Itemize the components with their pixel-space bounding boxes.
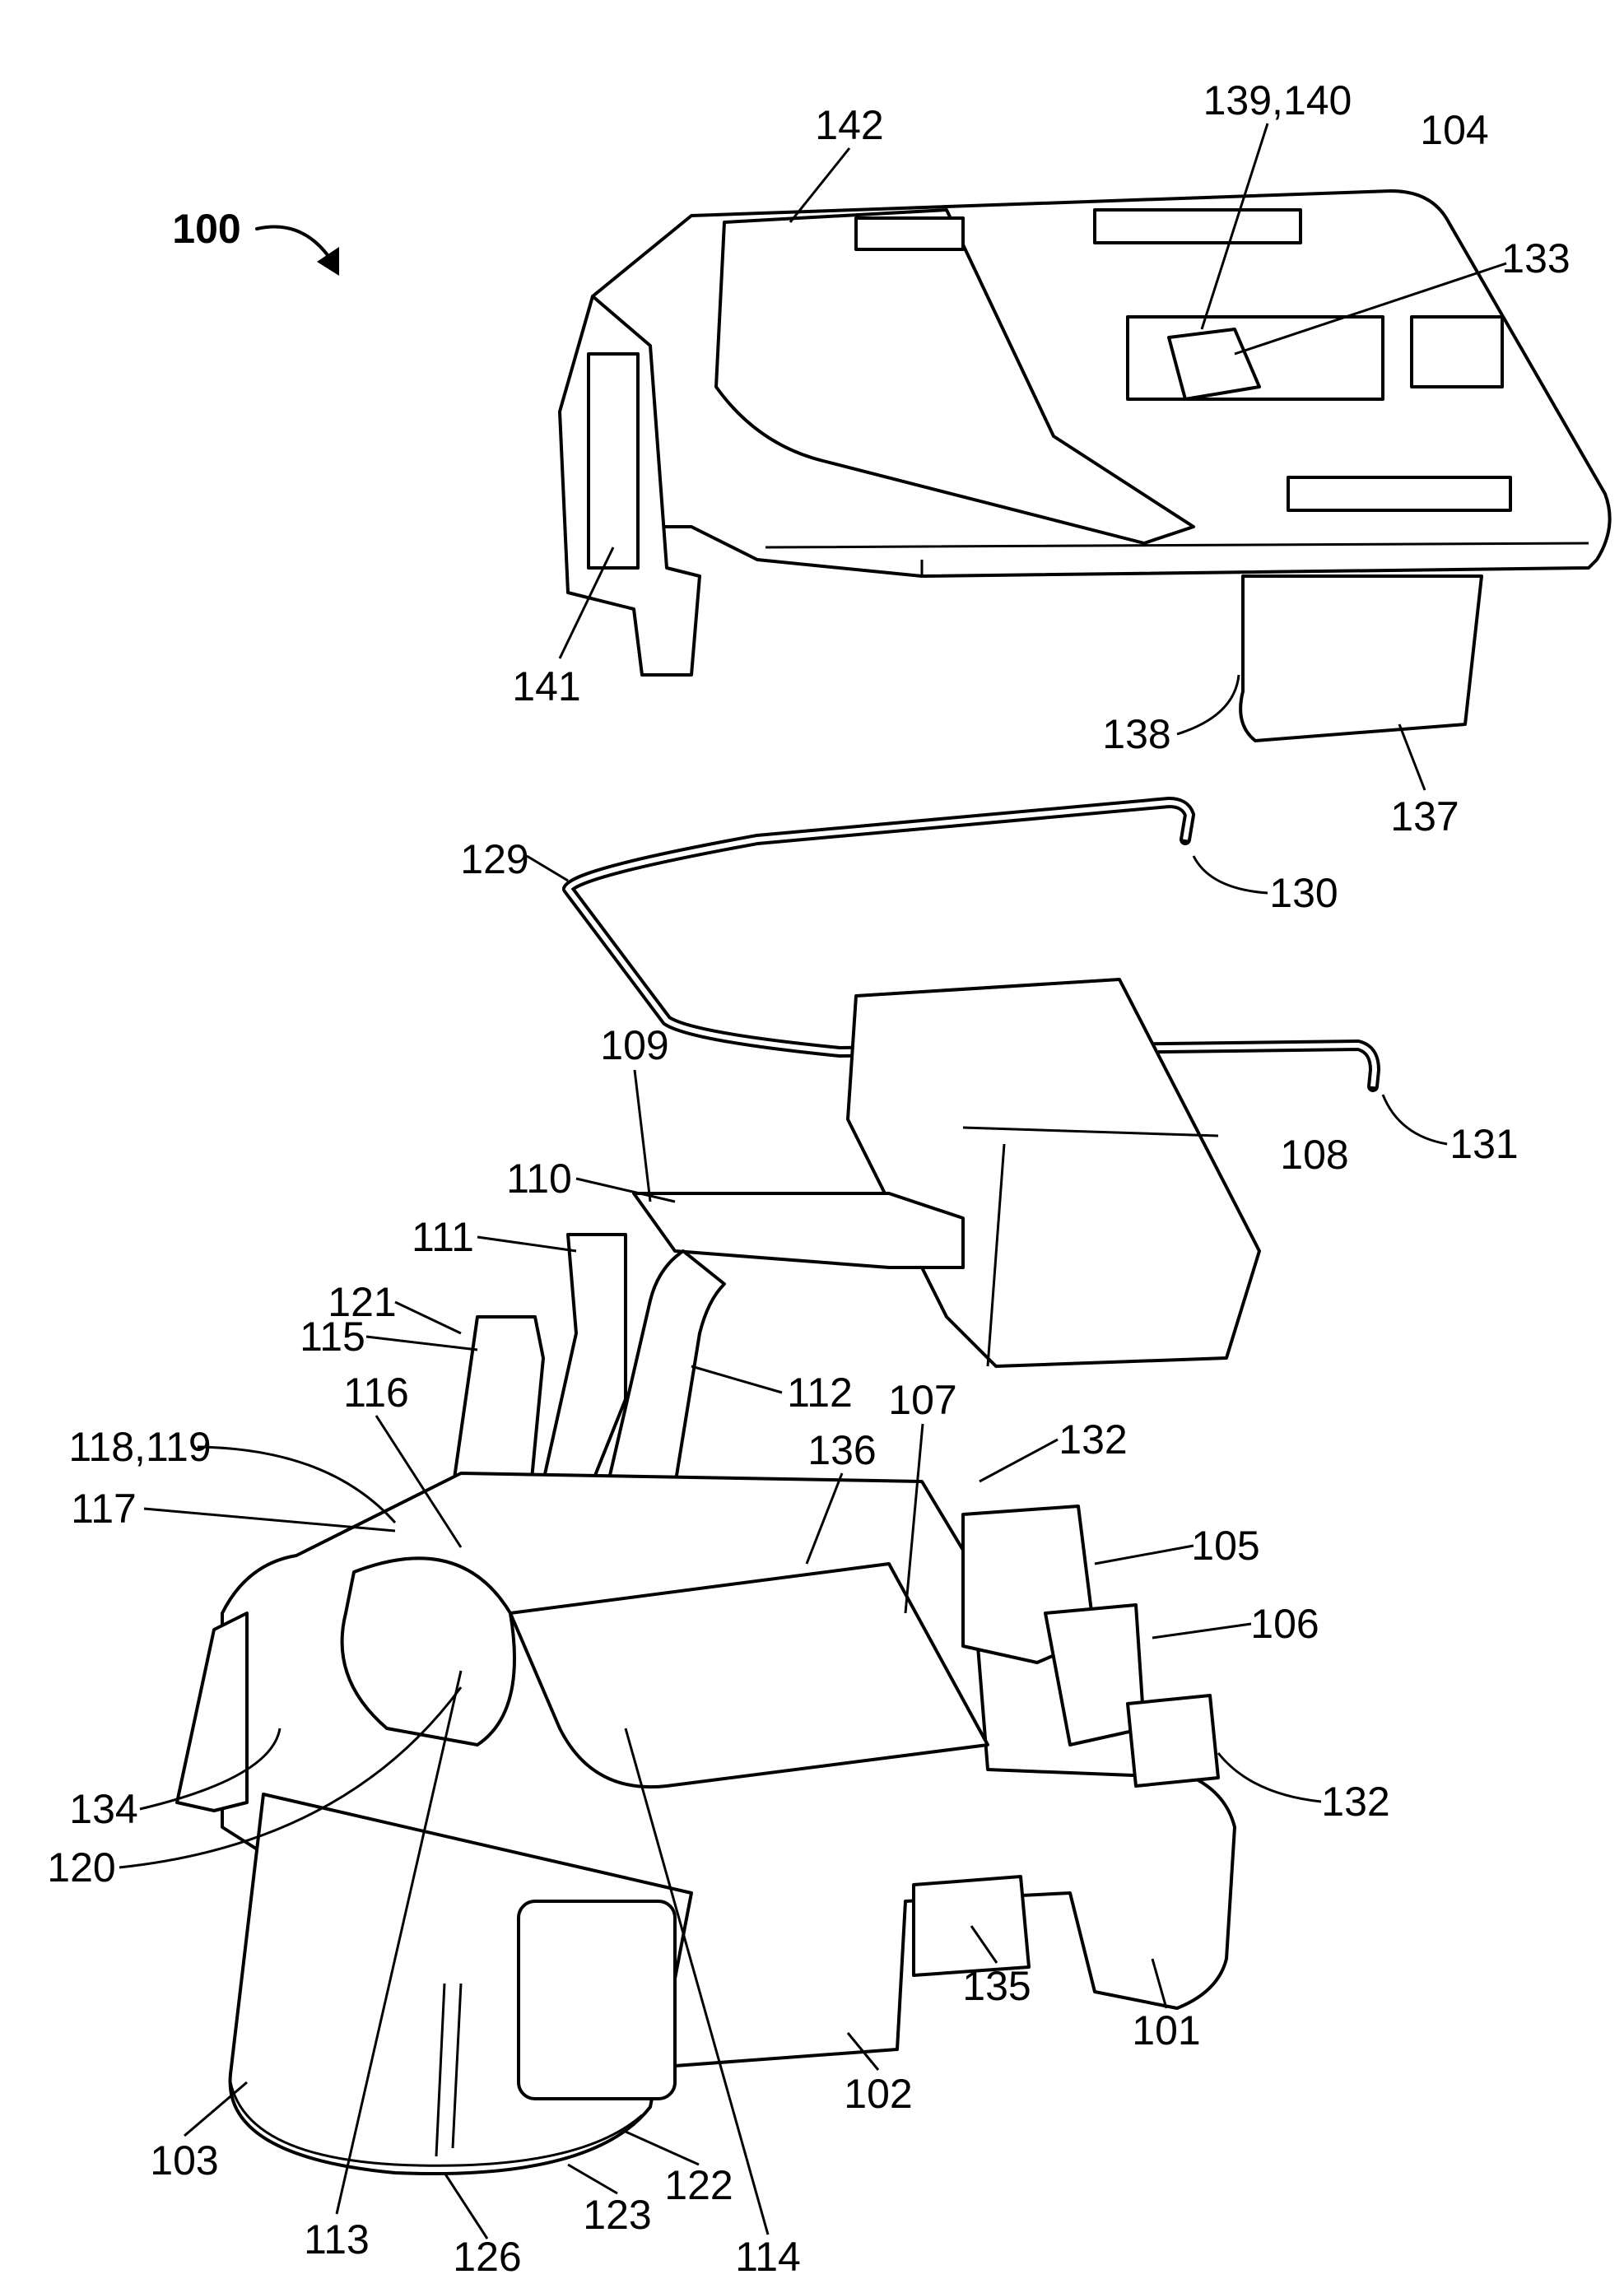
reference-numeral-102: 102	[844, 2073, 912, 2114]
reference-numeral-120: 120	[47, 1847, 115, 1888]
reference-numeral-117: 117	[71, 1488, 137, 1529]
reference-numeral-109: 109	[600, 1025, 668, 1066]
reference-numeral-107: 107	[888, 1379, 956, 1421]
reference-numeral-135: 135	[962, 1965, 1031, 2007]
assembly-arrowhead	[317, 247, 339, 276]
reference-numeral-132-bottom: 132	[1321, 1781, 1389, 1822]
reference-numeral-118-119: 118,119	[68, 1426, 211, 1467]
reference-numeral-106: 106	[1250, 1603, 1319, 1644]
reference-numeral-111: 111	[412, 1216, 474, 1258]
reference-numeral-137: 137	[1390, 796, 1459, 837]
reference-numeral-139-140: 139,140	[1203, 80, 1352, 121]
reference-numeral-131: 131	[1450, 1123, 1518, 1165]
reference-numeral-115: 115	[300, 1316, 365, 1357]
reference-numeral-116: 116	[343, 1372, 409, 1413]
reference-numeral-103: 103	[150, 2140, 218, 2181]
reference-numeral-130: 130	[1269, 872, 1338, 914]
reference-numeral-123: 123	[583, 2194, 651, 2235]
assembly-arrow	[257, 227, 333, 263]
reference-numeral-110: 110	[506, 1158, 572, 1199]
reference-numeral-100: 100	[172, 208, 240, 249]
reference-numeral-133: 133	[1501, 238, 1570, 279]
reference-numeral-134: 134	[69, 1788, 137, 1830]
reference-numeral-132-top: 132	[1059, 1419, 1127, 1460]
reference-numeral-129: 129	[460, 839, 528, 880]
reference-numeral-141: 141	[512, 666, 580, 707]
reference-numeral-126: 126	[453, 2236, 521, 2277]
reference-numeral-114: 114	[735, 2236, 801, 2277]
reference-numeral-108: 108	[1280, 1134, 1348, 1175]
reference-numeral-136: 136	[807, 1430, 876, 1471]
reference-numeral-138: 138	[1102, 714, 1170, 755]
reference-numeral-122: 122	[664, 2165, 733, 2206]
reference-numeral-101: 101	[1132, 2010, 1200, 2051]
reference-numeral-105: 105	[1191, 1525, 1259, 1566]
cover-104	[560, 191, 1610, 741]
reference-numeral-112: 112	[787, 1372, 853, 1413]
reference-numeral-142: 142	[815, 105, 883, 146]
reference-numeral-104: 104	[1420, 109, 1488, 151]
reference-numeral-113: 113	[304, 2219, 370, 2260]
